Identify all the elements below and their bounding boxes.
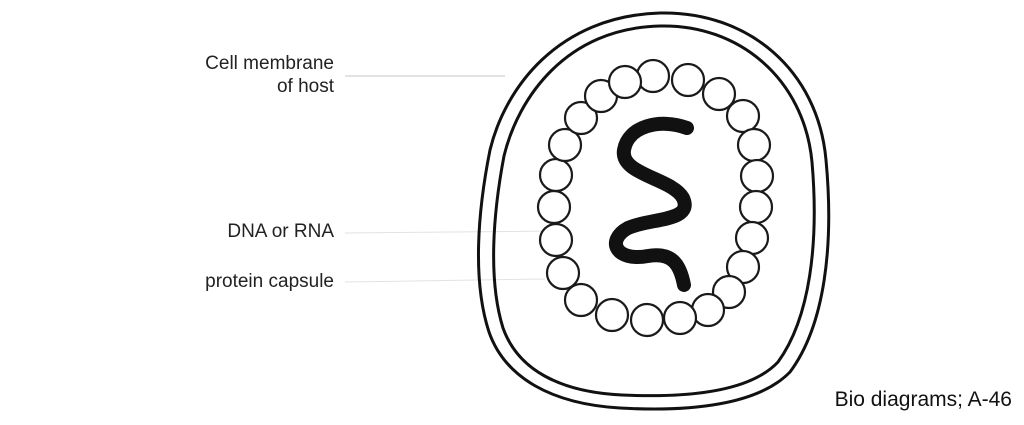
capsomere [690, 292, 726, 328]
host-membrane-label-line2: of host [276, 76, 334, 97]
capsule-leader-line [344, 278, 546, 283]
capsomere [594, 297, 630, 333]
nucleic-acid-strand [609, 116, 694, 292]
capsomere [635, 58, 671, 94]
capsomere [629, 302, 665, 338]
nucleic-acid-label: DNA or RNA [227, 221, 334, 242]
capsomere [734, 220, 770, 256]
capsomere [563, 100, 599, 136]
capsomere [701, 76, 737, 112]
capsomere [738, 189, 774, 225]
protein-capsule-label: protein capsule [205, 271, 334, 292]
capsomere [607, 64, 643, 100]
capsomere [670, 62, 706, 98]
capsomere [538, 222, 574, 258]
capsomere [563, 282, 599, 318]
capsomere [545, 255, 581, 291]
host-membrane-outer [476, 11, 831, 411]
host-membrane-label-line1: Cell membrane [205, 53, 334, 74]
diagram-caption: Bio diagrams; A-46 [834, 388, 1012, 411]
dna-leader-line [344, 230, 561, 234]
capsomere [739, 158, 775, 194]
capsomere [536, 189, 572, 225]
capsomere [662, 300, 698, 336]
capsomere [547, 127, 583, 163]
protein-capsule [536, 58, 775, 338]
host-membrane-inner [492, 24, 816, 398]
host-membrane-label: Cell membrane of host [205, 52, 334, 98]
capsomere [736, 127, 772, 163]
capsomere [725, 98, 761, 134]
capsomere [538, 157, 574, 193]
